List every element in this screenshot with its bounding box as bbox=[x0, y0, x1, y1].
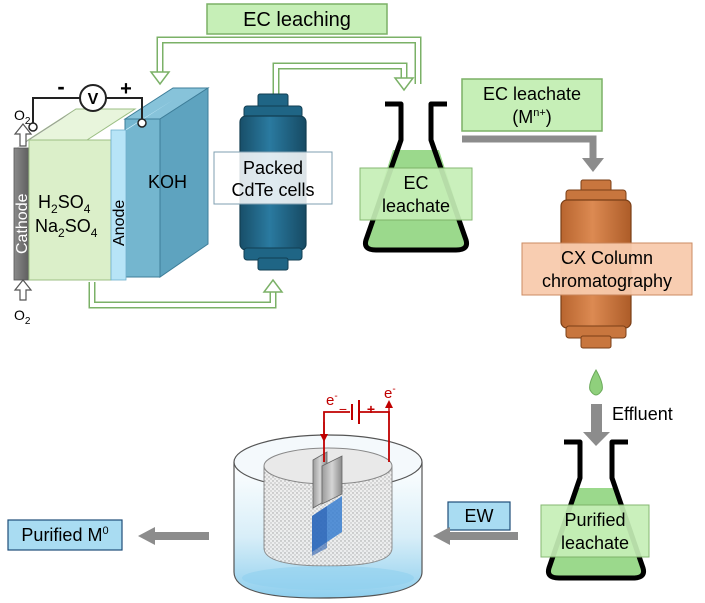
ew-label: EW bbox=[465, 506, 494, 526]
output-arrowhead bbox=[138, 527, 155, 545]
column-to-flask-arrow bbox=[272, 62, 415, 98]
electron-down-arrow bbox=[320, 434, 328, 442]
electron-right-label: e- bbox=[384, 384, 396, 402]
ec-leachate-transfer: EC leachate (Mn+) bbox=[461, 78, 604, 172]
voltmeter bbox=[79, 84, 107, 112]
cell-wire bbox=[32, 97, 143, 126]
ec-leaching-label: EC leaching bbox=[243, 9, 351, 31]
cx-column-label-box bbox=[521, 242, 693, 296]
purified-metal-label-box bbox=[7, 519, 123, 551]
electrolyte-formula-1: H2SO4 bbox=[38, 192, 91, 216]
flask-purified-label-box bbox=[540, 504, 650, 558]
packed-cdte-column: Packed CdTe cells bbox=[213, 93, 333, 271]
cx-column: CX Column chromatography bbox=[521, 179, 693, 349]
cell-minus: - bbox=[57, 74, 64, 99]
ec-leachate-arrow bbox=[462, 135, 597, 160]
flask-ec-label-box bbox=[359, 167, 473, 221]
flask-purified-label-1: Purified bbox=[564, 510, 625, 530]
flask-ec-label-2: leachate bbox=[382, 196, 450, 216]
flask-ec-label-1: EC bbox=[403, 173, 428, 193]
wire-terminal-left bbox=[28, 122, 38, 132]
flask-purified-outline bbox=[546, 439, 646, 581]
effluent-flow: Effluent bbox=[583, 368, 673, 446]
ew-label-box bbox=[447, 501, 511, 531]
purified-metal-output: Purified M0 bbox=[7, 519, 209, 551]
effluent-arrowhead bbox=[583, 432, 610, 446]
o2-top-label: O2 bbox=[14, 107, 31, 127]
anode-strip bbox=[110, 129, 127, 281]
cx-column-label-2: chromatography bbox=[542, 271, 672, 291]
output-arrow-shaft bbox=[153, 532, 209, 540]
ew-arrow-shaft bbox=[448, 532, 518, 540]
effluent-label: Effluent bbox=[612, 404, 673, 424]
battery-plus: + bbox=[367, 401, 375, 417]
ec-leaching-label-box bbox=[206, 3, 388, 35]
effluent-droplet bbox=[589, 368, 603, 396]
o2-bottom-arrow bbox=[13, 279, 33, 301]
effluent-arrow-shaft bbox=[591, 404, 602, 434]
packed-cells-label-box bbox=[213, 151, 333, 205]
cell-to-column-arrow bbox=[88, 278, 284, 309]
anode-label: Anode bbox=[111, 200, 128, 246]
electrolyte-formula-2: Na2SO4 bbox=[35, 216, 98, 240]
ec-leachate-label-2: (Mn+) bbox=[512, 107, 552, 127]
cx-column-label-1: CX Column bbox=[561, 248, 653, 268]
purified-leachate-flask: Purified leachate bbox=[540, 439, 650, 581]
electrochemical-cell: Cathode Anode KOH H2SO4 Na2SO4 V - + O2 … bbox=[13, 74, 210, 327]
ec-leachate-flask: EC leachate bbox=[359, 101, 473, 253]
o2-top-arrow bbox=[13, 123, 33, 147]
electrolyte-front bbox=[28, 139, 112, 281]
electron-up-arrow bbox=[385, 400, 393, 408]
cathode-label: Cathode bbox=[14, 193, 31, 254]
electrowinning-bath: − + e- e- bbox=[233, 384, 423, 599]
ew-wire-left bbox=[323, 411, 350, 462]
ec-leachate-label-1: EC leachate bbox=[483, 84, 581, 104]
o2-bottom-label: O2 bbox=[14, 307, 31, 327]
wire-terminal-right bbox=[137, 118, 147, 128]
ec-leaching-arrow bbox=[156, 36, 422, 84]
purified-metal-label: Purified M0 bbox=[21, 525, 108, 545]
ec-leaching-arrowhead bbox=[149, 71, 171, 86]
battery-minus: − bbox=[339, 401, 347, 417]
ec-leaching-loop: EC leaching bbox=[149, 3, 422, 86]
ec-leachate-label-box bbox=[461, 78, 603, 132]
electron-left-label: e- bbox=[326, 391, 338, 409]
packed-cells-label-1: Packed bbox=[243, 158, 303, 178]
cell-plus: + bbox=[120, 78, 132, 100]
voltmeter-label: V bbox=[88, 91, 99, 108]
ew-arrowhead bbox=[433, 527, 450, 545]
packed-cells-label-2: CdTe cells bbox=[231, 180, 314, 200]
anode-plate bbox=[321, 455, 343, 505]
flask-purified-label-2: leachate bbox=[561, 533, 629, 553]
ew-transfer: EW bbox=[433, 501, 518, 545]
flask-ec-outline bbox=[363, 101, 469, 253]
anolyte-front bbox=[124, 118, 161, 278]
anolyte-label: KOH bbox=[148, 172, 187, 192]
